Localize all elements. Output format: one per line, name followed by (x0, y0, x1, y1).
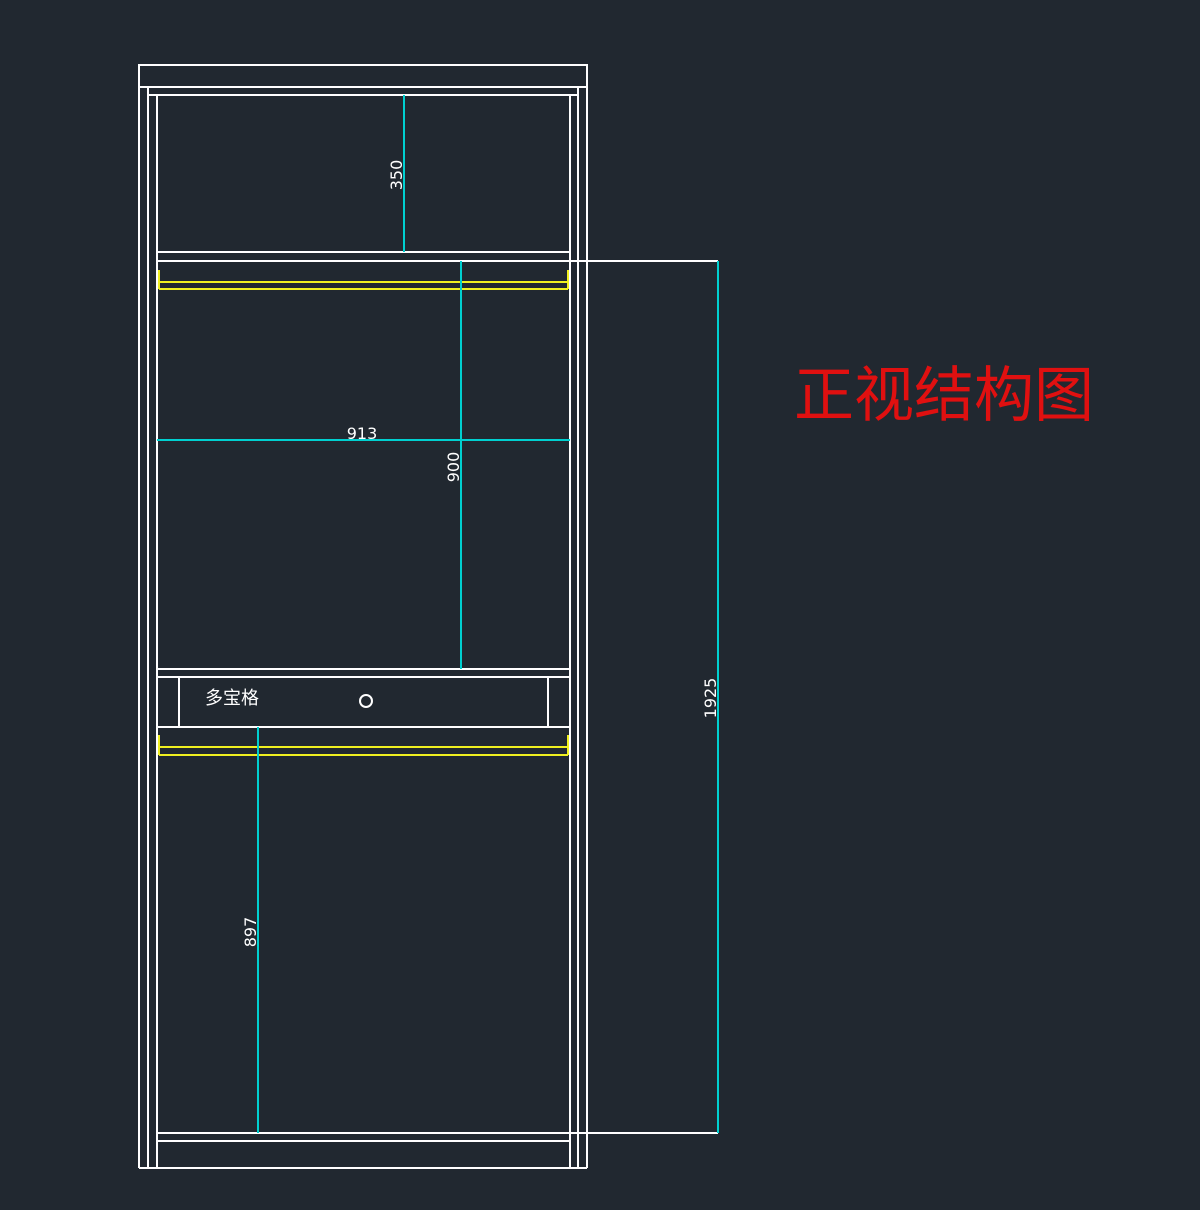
dimension-lines (157, 95, 719, 1133)
lower-hanging-rod (158, 735, 569, 756)
cabinet-top-cap (138, 64, 588, 88)
dim-text-upper-hang: 900 (444, 452, 463, 483)
dim-text-top-height: 350 (387, 160, 406, 191)
dim-text-lower-hang: 897 (241, 917, 260, 948)
drawing-title: 正视结构图 (794, 361, 1094, 431)
compartment-label: 多宝格 (205, 688, 259, 709)
dim-text-inner-width: 913 (347, 424, 378, 443)
cabinet-frame (138, 64, 718, 1169)
upper-hanging-rod (158, 270, 569, 290)
dim-text-overall-height: 1925 (701, 678, 720, 719)
hanging-rods (158, 270, 569, 756)
drawer-knob-icon (359, 694, 373, 708)
